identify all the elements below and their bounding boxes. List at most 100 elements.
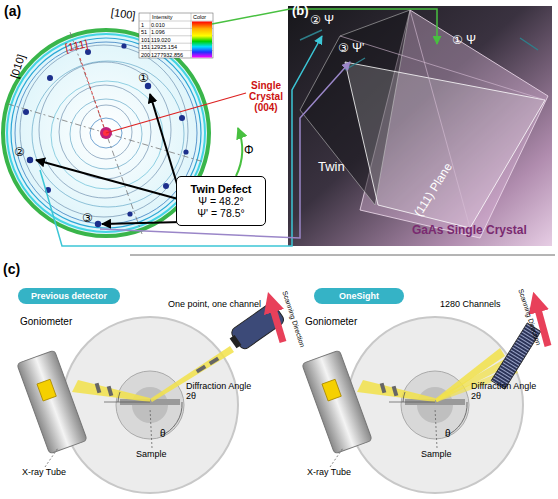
table-cell: 200 [141,52,150,58]
pole-figure [23,109,29,115]
angle-symbol: θ [160,428,166,439]
panel-letter: (b) [292,4,309,18]
goniometer-symbol [45,448,58,467]
table-cell: 0.010 [151,22,165,28]
pole-figure [80,105,132,159]
table-cell: 12925.154 [151,44,177,50]
link-line [212,9,437,44]
angle-label: Diffraction Angle 2θ [471,382,547,402]
node-text: OneSight [339,291,379,301]
node-text: Ψ = 48.2° [198,195,243,207]
crystal-illustration [288,6,552,246]
axis-label: [100] [110,6,136,21]
panel-letter: (c) [3,262,20,277]
pole-figure [47,75,53,81]
intensity-table [139,13,213,58]
point-detector [196,365,207,374]
reflection-label: Single Crystal (004) [244,80,288,113]
table-cell: 101 [141,37,150,43]
leader-line [36,93,246,224]
callout-box: Twin DefectΨ = 48.2°Ψ' = 78.5° [176,176,266,226]
angle-symbol: Φ [244,144,254,157]
leader-line [102,222,182,224]
part-name: Goniometer [20,316,72,327]
table-cell: 151 [141,44,150,50]
title-pill: Previous detector [18,288,120,304]
panel-letter: (a) [4,4,21,19]
note-text: One point, one channel [168,300,261,310]
table-cell: 1.096 [151,29,165,35]
intensity-table [192,22,212,58]
part-name: X-ray Tube [22,468,66,478]
crystal-illustration [288,6,552,246]
pole-figure [183,149,188,154]
angle-label: Diffraction Angle 2θ [186,382,262,402]
callout-number: ② [14,146,25,159]
table-cell: Intensity [152,14,172,20]
goniometer-symbol [107,386,114,397]
table-cell: 51 [141,29,147,35]
angle-label: ① Ψ [452,34,476,47]
angle-label: ② Ψ [310,14,334,27]
link-line [40,36,322,246]
pole-figure [39,62,171,198]
goniometer-symbol [17,350,87,454]
intensity-table [139,13,213,58]
pole-figure [127,211,132,216]
goniometer-symbol [17,317,238,493]
divider-line [130,255,555,256]
part-name: Sample [136,450,167,460]
point-detector [271,302,283,342]
point-detector [150,301,286,402]
leader-line [36,160,178,199]
pole-figure [80,58,106,133]
point-detector [230,335,242,348]
goniometer-symbol [104,402,150,403]
part-name: GaAs Single Crystal [412,224,527,237]
note-text: 1280 Channels [440,300,501,310]
callout-number: ① [138,72,149,85]
leader-line [106,93,246,133]
pole-figure [32,61,184,207]
part-name: Twin [318,160,345,174]
link-line [100,62,350,238]
table-cell: 119.020 [151,37,170,43]
goniometer-symbol [150,408,152,448]
title-pill: OneSight [314,288,404,304]
link-line [40,9,437,246]
goniometer-symbol [302,317,523,493]
pole-figure [51,81,163,189]
pole-figure [179,115,185,121]
goniometer-symbol [118,392,120,402]
leader-line [236,128,242,176]
part-name: Sample [421,450,452,460]
pole-figure [59,85,151,179]
goniometer-symbol [95,383,102,394]
pole-figure [95,221,101,227]
table-cell: 1277932.856 [151,52,183,58]
pole-figure [70,99,142,169]
crystal-illustration [345,62,545,228]
table-cell: Color [193,14,206,20]
pole-figure [121,43,126,48]
part-name: Goniometer [305,316,357,327]
goniometer-symbol [37,379,56,401]
goniometer-symbol [62,317,238,493]
point-detector [209,357,220,366]
crystal-illustration [300,30,538,70]
intensity-table [139,13,213,58]
angle-symbol: θ [445,428,451,439]
node-text: Ψ' = 78.5° [197,207,244,219]
part-name: X-ray Tube [307,468,351,478]
crystal-illustration [340,36,545,100]
pole-figure [20,45,188,217]
point-detector [226,301,286,353]
pole-figure [27,157,33,163]
pole-figure [163,183,169,189]
node-text: Previous detector [31,291,107,301]
callout-number: ③ [82,212,93,225]
intensity-table [150,13,151,58]
goniometer-symbol [72,380,150,402]
goniometer-symbol [17,350,87,454]
